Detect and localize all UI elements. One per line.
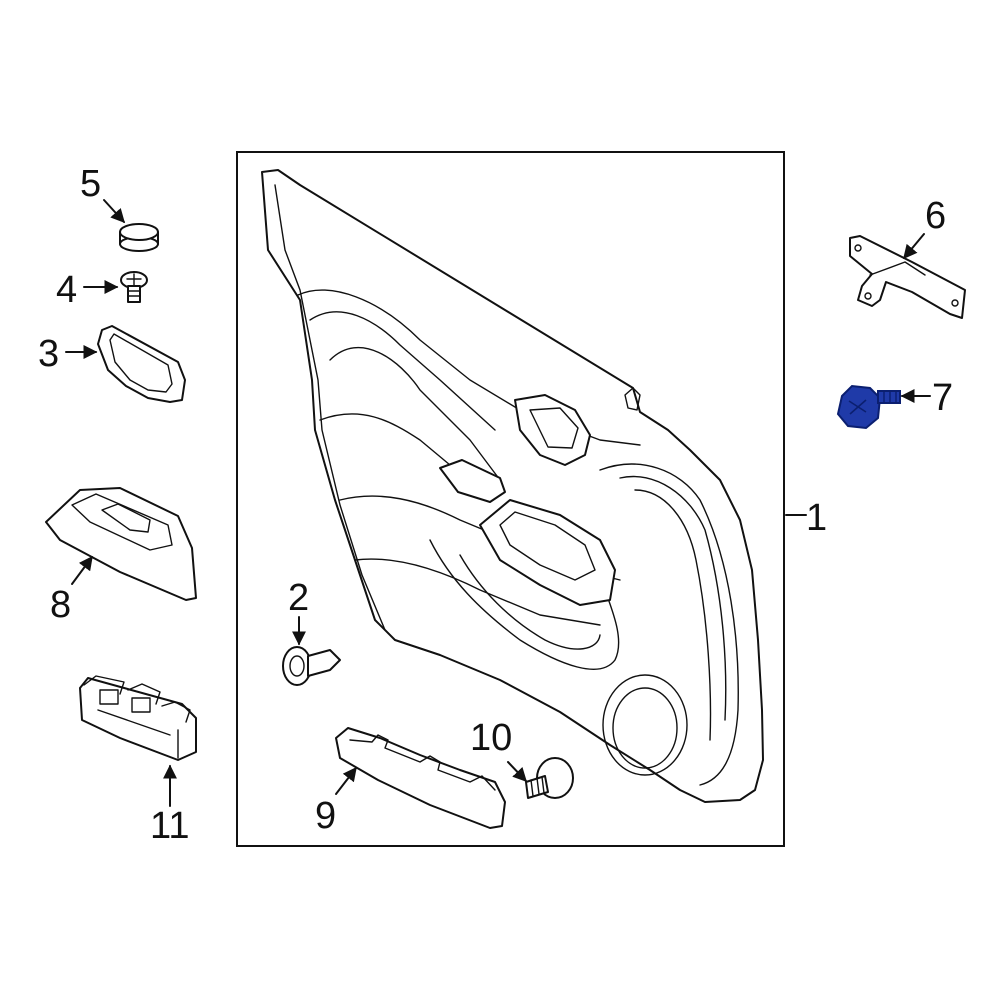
window-switch-part-11[interactable] (79, 675, 197, 761)
plug-part-5[interactable] (119, 223, 159, 252)
callout-1: 1 (806, 497, 827, 539)
callout-4: 4 (56, 269, 77, 311)
door-panel-frame (236, 151, 785, 847)
callout-11: 11 (150, 805, 189, 847)
callout-labels: 1 2 3 4 5 6 7 8 9 10 11 (38, 163, 953, 847)
callout-6: 6 (925, 195, 946, 237)
callout-5: 5 (80, 163, 101, 205)
callout-8: 8 (50, 584, 71, 626)
callout-7: 7 (932, 377, 953, 419)
leader-lines (65, 199, 931, 807)
callout-3: 3 (38, 333, 59, 375)
screw-part-4[interactable] (120, 271, 148, 303)
callout-2: 2 (288, 577, 309, 619)
bolt-part-7[interactable] (836, 384, 901, 430)
callout-10: 10 (470, 717, 512, 759)
clip-part-2[interactable] (282, 646, 341, 686)
handle-bezel-part-3[interactable] (97, 325, 186, 403)
door-trim-panel[interactable] (261, 169, 764, 803)
bracket-part-6[interactable] (849, 235, 966, 319)
pull-handle-part-9[interactable] (335, 727, 506, 829)
push-clip-part-10[interactable] (525, 757, 574, 799)
callout-9: 9 (315, 795, 336, 837)
